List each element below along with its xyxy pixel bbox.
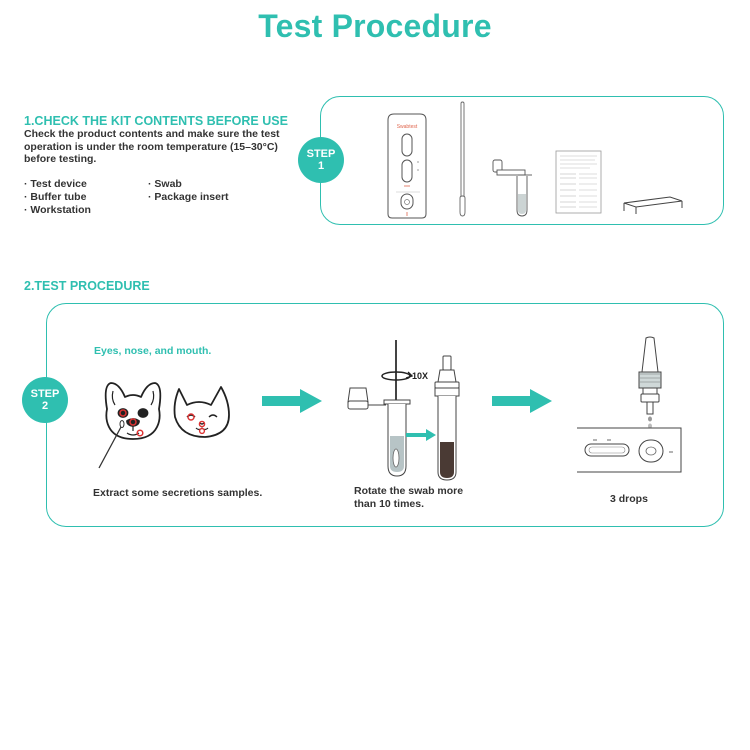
package-insert-illustration: [555, 150, 602, 214]
step2-word: STEP: [30, 388, 60, 400]
rotate-count-text: 10X: [412, 371, 428, 381]
step2-number: 2: [41, 400, 49, 412]
kit-illustrations: Swabtest: [387, 101, 683, 219]
sample-sites-label: Eyes, nose, and mouth.: [94, 345, 212, 357]
caption-extract: Extract some secretions samples.: [93, 487, 263, 499]
kit-item-workstation: · Workstation: [24, 204, 91, 216]
dog-face-illustration: [104, 382, 162, 440]
caption-rotate-line1: Rotate the swab more: [354, 485, 464, 497]
arrow-right-icon: [262, 389, 322, 413]
pet-sampling-illustration: [98, 382, 230, 469]
swab-illustration: [459, 101, 466, 217]
section1-description: Check the product contents and make sure…: [24, 128, 280, 165]
step1-badge: STEP 1: [298, 137, 344, 183]
rotate-swab-illustration: 10X: [347, 340, 460, 481]
kit-item-test-device: · Test device: [24, 178, 87, 190]
section2-heading: 2.TEST PROCEDURE: [24, 279, 150, 293]
caption-rotate-line2: than 10 times.: [354, 498, 425, 510]
kit-item-package-insert: · Package insert: [148, 191, 229, 203]
section1-heading: 1.CHECK THE KIT CONTENTS BEFORE USE: [24, 114, 288, 128]
workstation-illustration: [623, 196, 683, 214]
kit-list-left: · Test device · Buffer tube · Workstatio…: [24, 178, 91, 217]
buffer-tube-illustration: [492, 159, 532, 217]
kit-list-right: · Swab · Package insert: [148, 178, 229, 204]
drops-illustration: [577, 336, 682, 473]
swab-in-hand-illustration: [98, 420, 125, 469]
cat-face-illustration: [173, 386, 230, 438]
kit-item-swab: · Swab: [148, 178, 182, 190]
test-device-illustration: Swabtest: [387, 113, 427, 219]
page-title: Test Procedure: [258, 8, 492, 44]
caption-drops: 3 drops: [610, 493, 648, 505]
device-brand-text: Swabtest: [397, 124, 418, 130]
step1-number: 1: [317, 160, 325, 172]
step2-badge: STEP 2: [22, 377, 68, 423]
arrow-right-icon: [492, 389, 552, 413]
step1-word: STEP: [306, 148, 336, 160]
caption-rotate: Rotate the swab more than 10 times.: [354, 485, 463, 511]
kit-item-buffer-tube: · Buffer tube: [24, 191, 87, 203]
